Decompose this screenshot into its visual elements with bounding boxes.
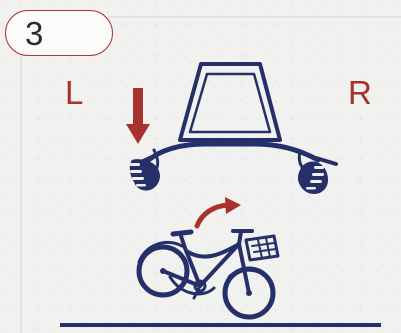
bicycle-icon	[136, 229, 280, 320]
right-hand-icon	[298, 161, 328, 194]
curved-arrow-icon	[194, 197, 241, 229]
phone-mount-icon	[178, 62, 282, 142]
left-hand-icon	[129, 159, 160, 191]
down-arrow-icon	[126, 88, 150, 144]
step-number: 3	[25, 15, 44, 52]
frame-left-line	[20, 48, 22, 333]
left-label: L	[65, 74, 84, 111]
step-badge: 3	[5, 10, 113, 56]
frame-top-line	[108, 16, 401, 18]
right-label: R	[348, 74, 372, 111]
